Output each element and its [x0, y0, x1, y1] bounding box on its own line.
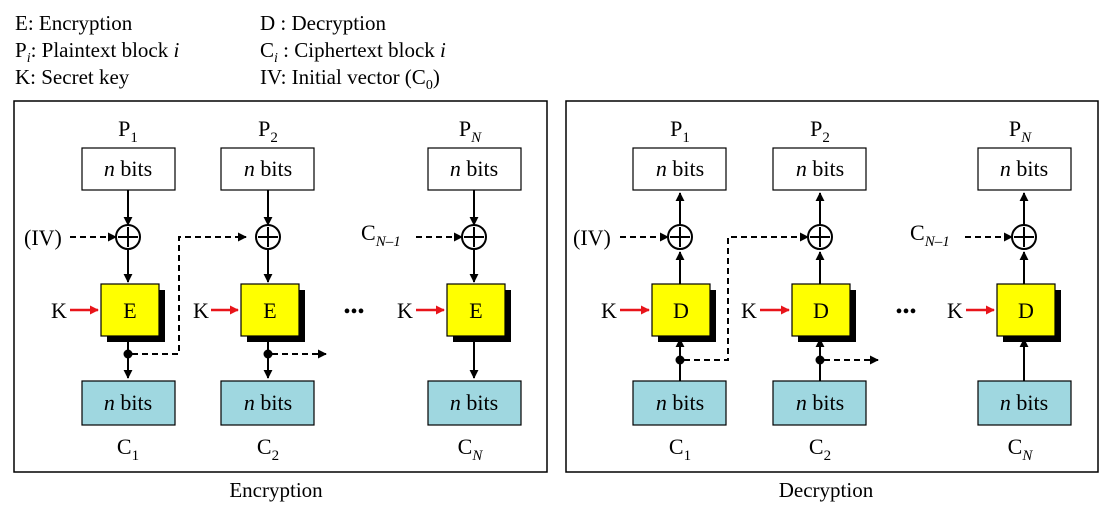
key-label: K [601, 298, 617, 323]
xor-icon [255, 224, 281, 250]
key-label: K [193, 298, 209, 323]
legend-encryption: E: Encryption [15, 11, 133, 35]
key-label: K [51, 298, 67, 323]
ciphertext-block [81, 380, 176, 426]
ciphertext-label: C2 [257, 434, 279, 464]
iv-label: (IV) [573, 225, 611, 250]
encrypt-box [446, 283, 506, 337]
plaintext-block [632, 147, 727, 191]
xor-icon [667, 224, 693, 250]
encrypt-label: E [263, 298, 276, 323]
block-label: n bits [450, 390, 498, 415]
ciphertext-label: CN [458, 434, 484, 464]
block-label: n bits [244, 390, 292, 415]
block-label: n bits [796, 156, 844, 181]
plaintext-label: PN [1009, 116, 1032, 146]
enc-stage-1: P1 n bits (IV) E K n bits C1 [24, 116, 247, 464]
legend-ciphertext: Ci : Ciphertext block i [260, 38, 446, 66]
xor-icon [461, 224, 487, 250]
block-label: n bits [104, 390, 152, 415]
xor-icon [115, 224, 141, 250]
ciphertext-label: C2 [809, 434, 831, 464]
plaintext-label: P1 [670, 116, 690, 146]
dec-stage-n: PN n bits CN–1 D K n bits CN [910, 116, 1072, 464]
plaintext-label: PN [459, 116, 482, 146]
plaintext-label: P2 [810, 116, 830, 146]
block-label: n bits [656, 156, 704, 181]
encrypt-box [240, 283, 300, 337]
ciphertext-block [977, 380, 1072, 426]
ellipsis: ••• [343, 301, 364, 323]
plaintext-block [977, 147, 1072, 191]
encrypt-box [100, 283, 160, 337]
decrypt-box [996, 283, 1056, 337]
plaintext-label: P1 [118, 116, 138, 146]
ciphertext-block [772, 380, 867, 426]
block-label: n bits [1000, 156, 1048, 181]
iv-label: (IV) [24, 225, 62, 250]
ellipsis: ••• [895, 301, 916, 323]
prev-ciphertext-label: CN–1 [910, 220, 950, 250]
ciphertext-block [220, 380, 315, 426]
encryption-panel [13, 100, 548, 473]
block-label: n bits [1000, 390, 1048, 415]
decrypt-box [791, 283, 851, 337]
ciphertext-label: C1 [669, 434, 691, 464]
enc-stage-n: PN n bits CN–1 E K n bits CN [361, 116, 522, 464]
block-label: n bits [244, 156, 292, 181]
decryption-panel [565, 100, 1099, 473]
key-label: K [397, 298, 413, 323]
ciphertext-label: CN [1008, 434, 1034, 464]
legend: E: Encryption D : Decryption Pi: Plainte… [15, 11, 446, 93]
legend-plaintext: Pi: Plaintext block i [15, 38, 179, 66]
plaintext-block [772, 147, 867, 191]
plaintext-label: P2 [258, 116, 278, 146]
plaintext-block [220, 147, 315, 191]
decrypt-label: D [673, 298, 689, 323]
block-label: n bits [796, 390, 844, 415]
decrypt-label: D [1018, 298, 1034, 323]
encrypt-label: E [469, 298, 482, 323]
block-label: n bits [450, 156, 498, 181]
prev-ciphertext-label: CN–1 [361, 220, 401, 250]
legend-initial-vector: IV: Initial vector (C0) [260, 65, 440, 93]
legend-secret-key: K: Secret key [15, 65, 130, 89]
xor-icon [1011, 224, 1037, 250]
dec-stage-1: P1 n bits (IV) D K n bits C1 [573, 116, 809, 464]
encryption-caption: Encryption [229, 478, 323, 502]
ciphertext-block [632, 380, 727, 426]
xor-icon [807, 224, 833, 250]
dec-stage-2: P2 n bits D K n bits C2 [741, 116, 879, 464]
decryption-caption: Decryption [779, 478, 874, 502]
encrypt-label: E [123, 298, 136, 323]
block-label: n bits [656, 390, 704, 415]
plaintext-block [81, 147, 176, 191]
ciphertext-block [427, 380, 522, 426]
block-label: n bits [104, 156, 152, 181]
enc-stage-2: P2 n bits E K n bits C2 [193, 116, 327, 464]
decrypt-label: D [813, 298, 829, 323]
key-label: K [741, 298, 757, 323]
ciphertext-label: C1 [117, 434, 139, 464]
key-label: K [947, 298, 963, 323]
decrypt-box [651, 283, 711, 337]
legend-decryption: D : Decryption [260, 11, 386, 35]
